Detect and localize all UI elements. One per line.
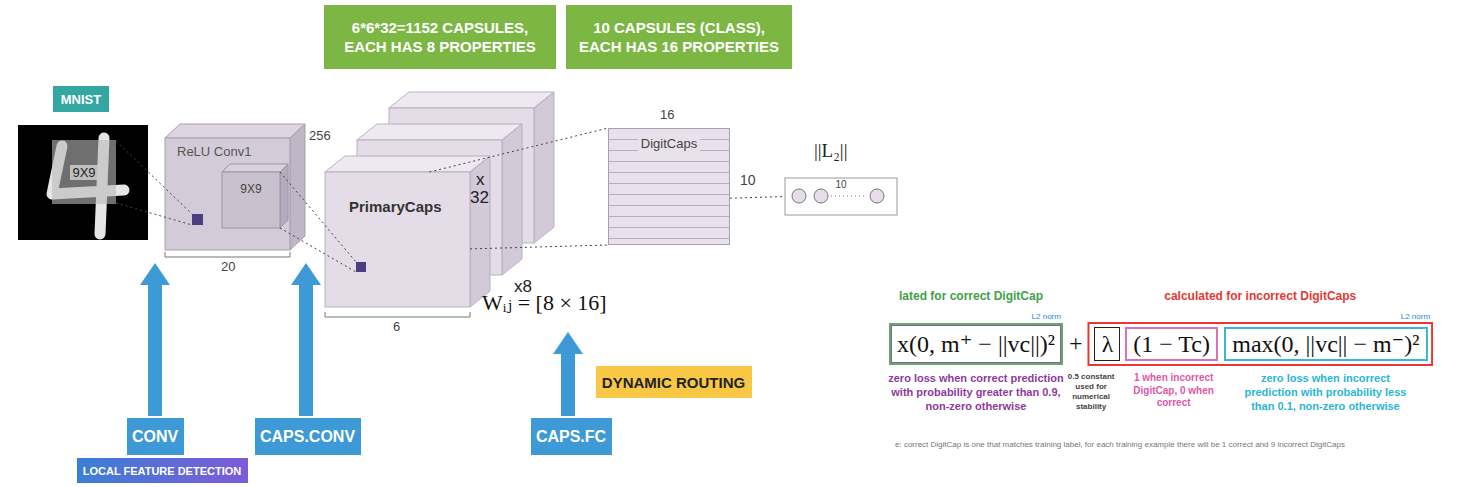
node-text: ReLU Conv1 [177,144,290,159]
projection-connector [429,128,608,249]
pointer-arrow [291,263,321,416]
cube-front [222,172,280,228]
kernel-cube: 9X9 [222,172,280,228]
method-tag: DYNAMIC ROUTING [596,366,752,398]
digit-stroke [52,138,124,234]
dimension-bracket [165,252,290,257]
formula-term: x(0, m⁺ − ||vc||)² [889,323,1063,365]
layer-tag: CONV [127,418,184,455]
node-text: λ [1102,331,1114,358]
annotation: 0.5 constant used for numerical stabilit… [1061,372,1121,412]
cube-top [389,92,554,108]
capsule-layer: PrimaryCaps [325,172,470,307]
norm-label: ||L₂|| [814,140,847,162]
node-text: DYNAMIC ROUTING [602,374,745,391]
pointer-arrow [140,263,170,416]
node-text: 10 CAPSULES (CLASS), EACH HAS 16 PROPERT… [574,18,784,57]
cube-top [357,124,522,140]
annotation: zero loss when correct prediction with p… [881,372,1071,413]
info-banner: 6*6*32=1152 CAPSULES, EACH HAS 8 PROPERT… [324,5,556,69]
annotation: zero loss when incorrect prediction with… [1240,372,1410,413]
cube-side [502,124,522,275]
kernel-patch: 9X9 [52,140,116,204]
weight-formula: Wᵢⱼ = [8 × 16] [482,290,607,315]
node-text: CONV [132,428,178,446]
node-text: 9X9 [222,182,280,196]
projection-connector [730,197,785,199]
description-tag: LOCAL FEATURE DETECTION [77,458,248,483]
formula-term: max(0, ||vc|| − m⁻)² [1224,327,1428,361]
dataset-tag: MNIST [53,86,109,112]
node-text: 10 [835,179,846,190]
dimension-label: 32 [470,188,489,208]
annotation: 1 when incorrect DigitCap, 0 when correc… [1121,372,1226,410]
section-heading: calculated for incorrect DigitCaps [1164,290,1356,304]
info-banner: 10 CAPSULES (CLASS), EACH HAS 16 PROPERT… [566,5,792,69]
pointer-arrow [553,332,583,416]
term-frame [1088,323,1432,365]
cube-top [222,164,288,172]
node-text: 9X9 [70,165,97,180]
output-circle [814,189,828,203]
output-box [785,178,897,215]
dimension-label: x [476,170,485,190]
output-circle [870,189,884,203]
ellipsis-dots [831,196,867,197]
dimension-label: 6 [393,320,400,335]
node-text: MNIST [61,92,101,107]
cube-side [290,124,305,250]
plus-sign: + [1069,330,1083,358]
footnote: e: correct DigitCap is one that matches … [895,440,1345,449]
cube-top [165,124,305,138]
layer-tag: CAPS.FC [531,418,612,455]
capsule-layer: DigitCaps [608,128,730,245]
cube-side [534,92,554,243]
output-vector: 10 [785,178,897,215]
node-text: max(0, ||vc|| − m⁻)² [1232,330,1419,358]
node-text: x(0, m⁺ − ||vc||)² [897,330,1055,358]
dimension-bracket [325,312,470,317]
node-text: (1 − Tc) [1133,331,1210,358]
receptive-field [192,214,203,225]
cube-top [325,156,490,172]
norm-note: L2 norm [1401,312,1430,321]
cube-side [470,156,490,307]
mnist-image [18,125,148,240]
projection-line [280,172,356,272]
node-text: CAPS.CONV [260,428,355,446]
node-text: 6*6*32=1152 CAPSULES, EACH HAS 8 PROPERT… [332,18,548,57]
conv-layer: ReLU Conv1 9X9 [165,138,290,250]
receptive-field [356,262,366,272]
node-text: CAPS.FC [536,428,606,446]
dimension-label: 10 [740,172,756,188]
formula-term: (1 − Tc) [1125,327,1218,361]
dimension-label: 256 [309,129,331,144]
cube-front [165,138,290,250]
node-text: PrimaryCaps [349,198,470,215]
section-heading: lated for correct DigitCap [899,290,1043,304]
norm-note: L2 norm [1032,312,1061,321]
formula-term: λ [1094,327,1120,361]
dimension-label: 20 [221,260,235,275]
output-circle [792,189,806,203]
layer-tag: CAPS.CONV [255,418,361,455]
node-text: LOCAL FEATURE DETECTION [83,465,241,477]
dimension-label: 16 [660,108,674,123]
node-text: DigitCaps [638,136,700,151]
cube-front [325,172,470,307]
